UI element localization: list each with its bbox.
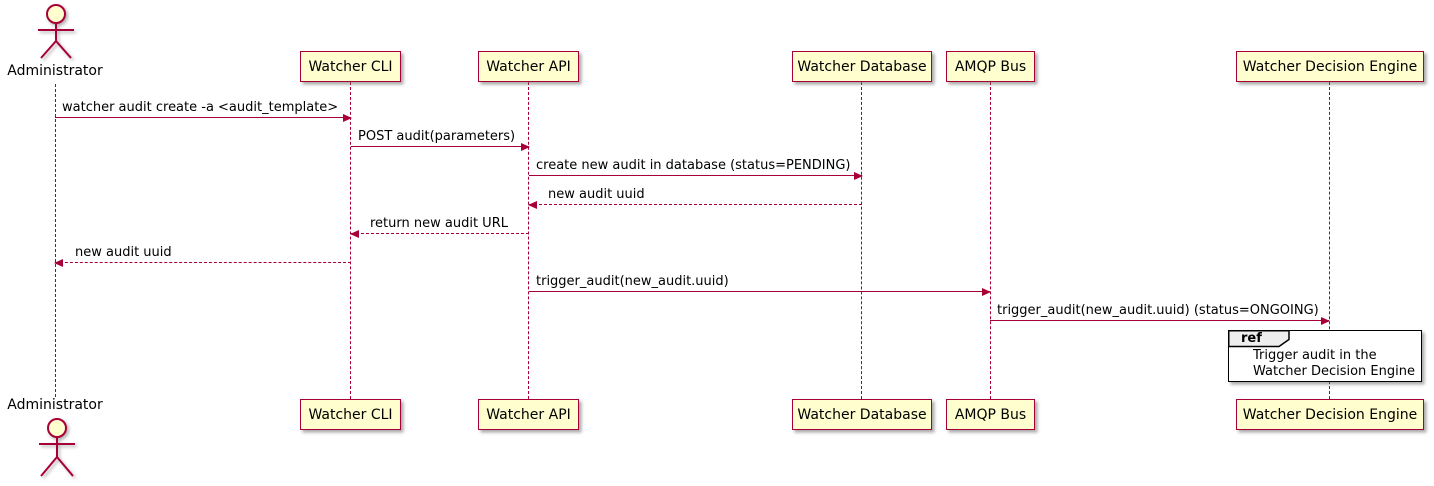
participant-label: AMQP Bus xyxy=(954,58,1027,75)
message-3-arrow xyxy=(529,171,863,180)
actor-label-top: Administrator xyxy=(7,63,103,79)
participant-watcher-database-top: Watcher Database xyxy=(792,51,932,82)
message-1-label: watcher audit create -a <audit_template> xyxy=(62,100,339,115)
participant-watcher-decision-engine-bottom: Watcher Decision Engine xyxy=(1236,399,1424,430)
actor-label-bottom: Administrator xyxy=(7,397,103,413)
ref-text-line-2: Watcher Decision Engine xyxy=(1253,364,1415,379)
lifeline-watcher-decision-engine xyxy=(1329,82,1330,399)
ref-keyword: ref xyxy=(1241,331,1262,346)
message-4-arrow xyxy=(528,200,862,209)
participant-watcher-cli-bottom: Watcher CLI xyxy=(300,399,401,430)
participant-watcher-database-bottom: Watcher Database xyxy=(792,399,932,430)
lifeline-watcher-api xyxy=(528,82,529,399)
participant-amqp-bus-top: AMQP Bus xyxy=(946,51,1035,82)
participant-label: Watcher CLI xyxy=(308,58,393,75)
message-4-label: new audit uuid xyxy=(548,187,645,202)
actor-icon xyxy=(38,4,74,59)
participant-watcher-api-bottom: Watcher API xyxy=(478,399,579,430)
message-5-arrow xyxy=(350,229,529,238)
message-7-arrow xyxy=(529,287,991,296)
message-8-arrow xyxy=(990,316,1330,325)
message-1-arrow xyxy=(55,113,352,122)
participant-label: Watcher Decision Engine xyxy=(1242,58,1418,75)
participant-amqp-bus-bottom: AMQP Bus xyxy=(946,399,1035,430)
lifeline-watcher-cli xyxy=(350,82,351,399)
message-7-label: trigger_audit(new_audit.uuid) xyxy=(536,274,729,289)
message-5-label: return new audit URL xyxy=(370,216,508,231)
participant-watcher-cli-top: Watcher CLI xyxy=(300,51,401,82)
participant-label: AMQP Bus xyxy=(954,406,1027,423)
ref-fragment: ref Trigger audit in the Watcher Decisio… xyxy=(1228,330,1422,382)
message-2-arrow xyxy=(351,142,530,151)
message-6-arrow xyxy=(54,258,351,267)
participant-label: Watcher API xyxy=(486,58,571,75)
ref-header-pentagon xyxy=(1228,330,1290,348)
message-6-label: new audit uuid xyxy=(75,245,172,260)
message-8-label: trigger_audit(new_audit.uuid) (status=ON… xyxy=(997,303,1319,318)
message-3-label: create new audit in database (status=PEN… xyxy=(536,158,851,173)
actor-icon xyxy=(39,418,75,477)
participant-label: Watcher Database xyxy=(797,406,927,423)
lifeline-amqp-bus xyxy=(990,82,991,399)
ref-text-line-1: Trigger audit in the xyxy=(1253,348,1377,363)
participant-watcher-api-top: Watcher API xyxy=(478,51,579,82)
participant-label: Watcher Database xyxy=(797,58,927,75)
participant-watcher-decision-engine-top: Watcher Decision Engine xyxy=(1236,51,1424,82)
participant-label: Watcher API xyxy=(486,406,571,423)
message-2-label: POST audit(parameters) xyxy=(358,129,516,144)
participant-label: Watcher CLI xyxy=(308,406,393,423)
lifeline-administrator xyxy=(55,84,56,397)
participant-label: Watcher Decision Engine xyxy=(1242,406,1418,423)
lifeline-watcher-database xyxy=(861,82,862,399)
